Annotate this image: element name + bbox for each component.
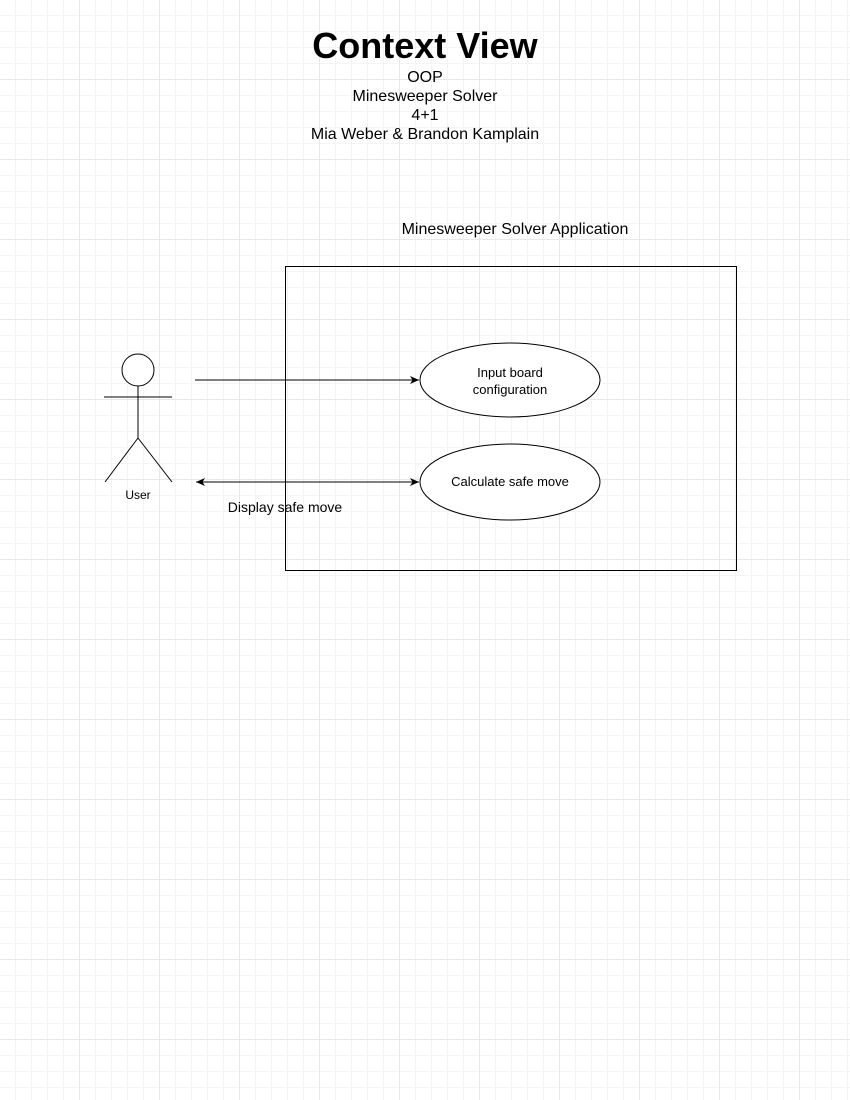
- actor-left-leg: [104, 437, 139, 483]
- use-case-calculate-ellipse: [419, 443, 601, 521]
- use-case-calculate-safe-move: Calculate safe move: [419, 443, 601, 521]
- connection-display-safe-move-label: Display safe move: [228, 499, 343, 515]
- actor-right-leg: [137, 437, 173, 483]
- system-label: Minesweeper Solver Application: [402, 221, 629, 238]
- header: Context View OOP Minesweeper Solver 4+1 …: [0, 24, 850, 144]
- subtitle-authors: Mia Weber & Brandon Kamplain: [310, 126, 540, 143]
- page-title: Context View: [312, 25, 538, 66]
- use-case-input-board: Input board configuration: [419, 342, 601, 418]
- use-case-calculate-label: Calculate safe move: [451, 474, 569, 489]
- actor-label: User: [125, 488, 150, 502]
- actor-head: [121, 353, 155, 387]
- actor-user: User: [104, 353, 173, 502]
- use-case-input-board-line-2: configuration: [473, 382, 547, 397]
- system-boundary: [285, 266, 737, 571]
- use-case-input-board-ellipse: [419, 342, 601, 418]
- subtitle-project: Minesweeper Solver: [352, 88, 498, 105]
- subtitle-view-model: 4+1: [411, 107, 439, 124]
- subtitle-course: OOP: [407, 69, 443, 86]
- use-case-input-board-line-1: Input board: [477, 365, 543, 380]
